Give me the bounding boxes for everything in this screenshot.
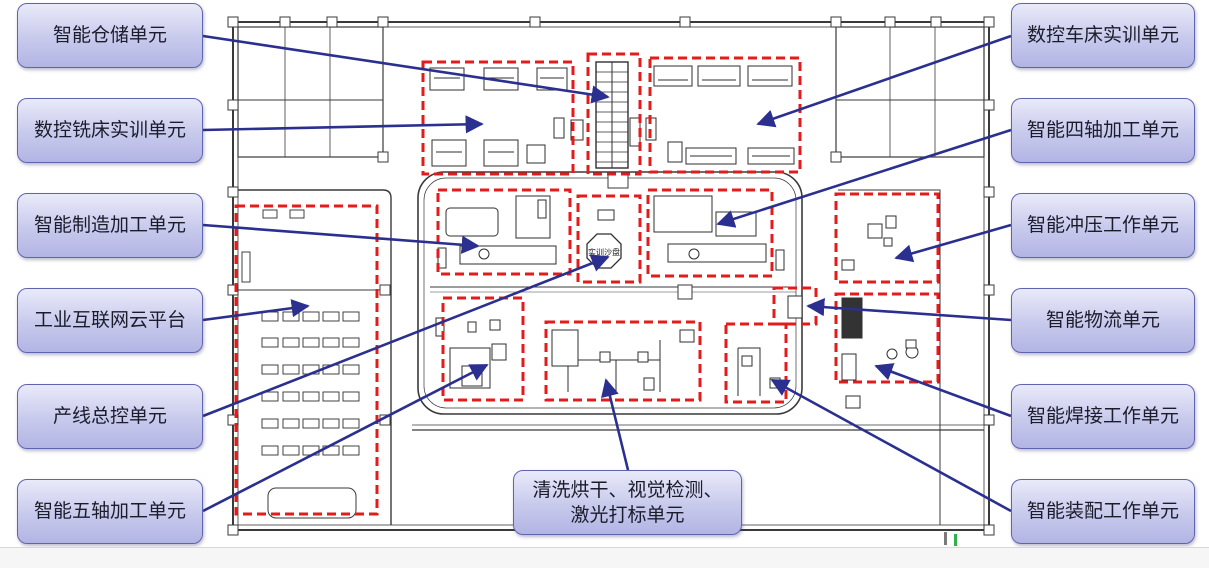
arrow-assembly [770,378,1012,513]
arrow-smart-storage [202,34,610,104]
arrow-stamping [894,223,1012,263]
arrow-four-axis [716,128,1012,228]
label-assembly-text: 智能装配工作单元 [1026,500,1179,522]
label-cleaning-line-text-2: 激光打标单元 [570,503,685,526]
zone-five-axis-lab [234,204,379,516]
cnc-lathe-machines [645,65,795,165]
arrow-smart-manufacturing [202,223,480,254]
storage-racks [595,61,641,169]
four-axis-equipment [653,195,785,271]
arrow-iiot-cloud [202,299,310,322]
zone-boundaries [234,52,940,516]
label-welding-text: 智能焊接工作单元 [1026,405,1179,427]
five-axis-equipment [435,317,507,389]
label-smart-manufacturing-text: 智能制造加工单元 [33,214,186,236]
label-welding: 智能焊接工作单元 [1011,384,1195,449]
zone-five-axis [441,296,525,402]
arrow-cnc-lathe [756,34,1012,128]
zone-smart-storage [586,52,642,176]
label-cleaning-line-text-1: 清洗烘干、视觉检测、 [532,478,723,501]
scroll-marker-green [954,534,957,546]
label-cnc-milling: 数控铣床实训单元 [17,98,203,163]
label-stamping: 智能冲压工作单元 [1011,193,1195,258]
arrow-cnc-milling [202,115,484,134]
zone-welding [834,292,940,384]
arrow-welding [874,363,1012,418]
logistics-equipment [787,295,863,339]
stamping-equipment [841,215,897,271]
cleaning-line-equipment [551,329,695,392]
label-smart-storage: 智能仓储单元 [17,3,203,68]
arrow-five-axis [202,363,489,513]
zone-assembly [724,322,788,404]
zone-cnc-milling [421,60,575,176]
label-cnc-lathe-text: 数控车床实训单元 [1026,24,1179,46]
zone-cnc-lathe [648,56,802,174]
label-cnc-lathe: 数控车床实训单元 [1011,3,1195,68]
zone-cleaning-line [544,320,702,402]
five-axis-workstations [241,209,360,456]
cnc-milling-machines [429,67,584,167]
label-assembly: 智能装配工作单元 [1011,479,1195,544]
arrow-cleaning-line [601,378,630,471]
zone-line-master-control [576,194,642,284]
label-smart-storage-text: 智能仓储单元 [52,24,167,46]
label-cleaning-line: 清洗烘干、视觉检测、 激光打标单元 [513,470,742,535]
bottom-bar [0,547,1209,568]
arrow-logistics [806,298,1012,322]
label-four-axis-text: 智能四轴加工单元 [1026,119,1179,141]
label-line-master-control-text: 产线总控单元 [52,405,167,427]
label-five-axis: 智能五轴加工单元 [17,479,203,544]
label-stamping-text: 智能冲压工作单元 [1026,214,1179,236]
label-four-axis: 智能四轴加工单元 [1011,98,1195,163]
pointer-arrows [202,34,1012,513]
label-smart-manufacturing: 智能制造加工单元 [17,193,203,258]
scroll-marker-gray [944,532,947,545]
label-five-axis-text: 智能五轴加工单元 [33,500,186,522]
sandtable-label: 实训沙盘 [588,247,620,257]
zone-smart-manufacturing [436,188,572,276]
column-posts [227,16,995,536]
zone-stamping [834,192,940,284]
manufacturing-cell-equipment [437,195,557,269]
welding-equipment [841,339,919,381]
label-iiot-cloud-text: 工业互联网云平台 [33,309,186,331]
label-logistics: 智能物流单元 [1011,288,1195,353]
arrow-line-master-control [202,254,610,418]
label-iiot-cloud: 工业互联网云平台 [17,288,203,353]
zone-four-axis [646,188,774,278]
label-line-master-control: 产线总控单元 [17,384,203,449]
label-logistics-text: 智能物流单元 [1045,309,1160,331]
label-cnc-milling-text: 数控铣床实训单元 [33,119,186,141]
